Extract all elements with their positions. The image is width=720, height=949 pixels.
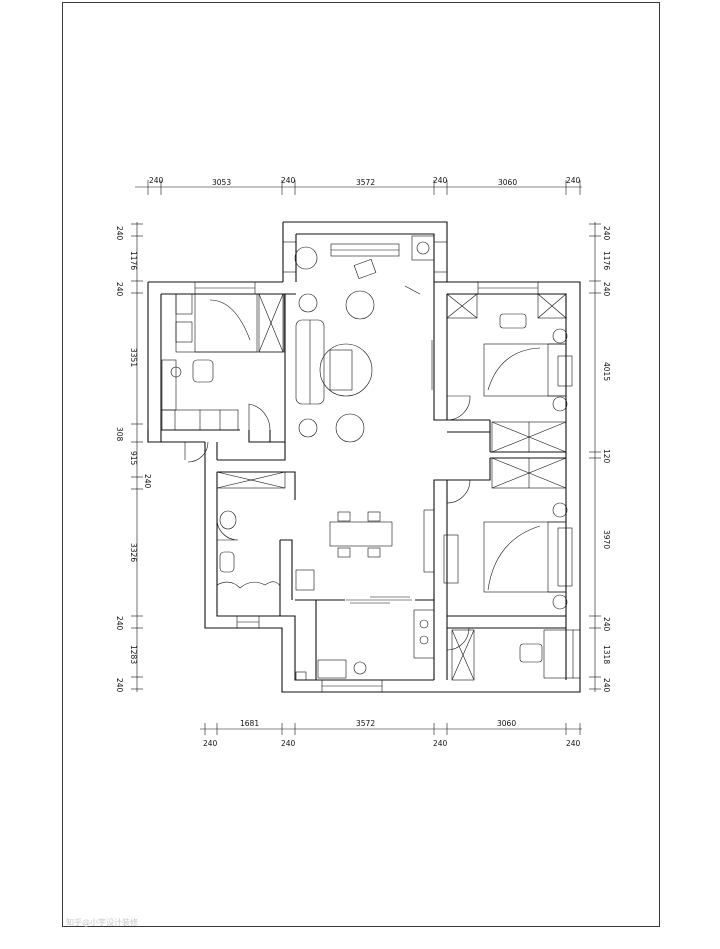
dim-left-8: 3326 xyxy=(129,543,138,562)
headboard-shelf xyxy=(557,355,573,387)
armchair-2 xyxy=(335,413,365,443)
balcony xyxy=(294,235,435,280)
bathroom xyxy=(216,471,286,589)
nightstand-1 xyxy=(175,293,193,315)
dim-bottom-2: 3572 xyxy=(356,719,375,728)
dim-left-10: 1283 xyxy=(129,645,138,664)
nightstand-2 xyxy=(175,321,193,343)
windows xyxy=(194,241,581,693)
drawing-sheet-border xyxy=(62,2,660,927)
coffee-table xyxy=(329,349,353,391)
plant-pot xyxy=(294,246,318,270)
dim-left-3: 240 xyxy=(115,282,124,297)
washbasin xyxy=(219,510,237,530)
walls xyxy=(147,221,581,693)
dim-right-2: 1176 xyxy=(602,251,611,270)
dining-chair xyxy=(337,547,351,558)
balcony-rug xyxy=(353,258,377,280)
toilet xyxy=(219,551,235,573)
desk-chair-2 xyxy=(499,313,527,329)
bedroom-3 xyxy=(451,457,573,681)
nightstand-lamp xyxy=(552,502,568,518)
nightstand-lamp xyxy=(552,328,568,344)
stove-knob xyxy=(353,661,367,675)
nightstand-lamp xyxy=(552,396,568,412)
bottom-dimension-chain: 1681 3572 3060 240 240 240 240 xyxy=(200,719,582,748)
trash-can xyxy=(295,671,307,681)
dim-right-6: 3970 xyxy=(602,530,611,549)
dim-bottom-wall-1: 240 xyxy=(203,739,218,748)
desk-chair-3 xyxy=(519,643,543,663)
desk-chair-1 xyxy=(192,359,214,383)
sideboard xyxy=(423,509,435,573)
burner xyxy=(419,635,429,645)
armchair-1 xyxy=(345,290,375,320)
dim-top-6: 3060 xyxy=(498,178,517,187)
dim-left-5: 308 xyxy=(115,427,124,442)
dim-left-2: 1176 xyxy=(129,251,138,270)
dim-top-1: 240 xyxy=(149,176,164,185)
desk-1 xyxy=(161,359,177,411)
dim-bottom-wall-2: 240 xyxy=(281,739,296,748)
dim-right-5: 120 xyxy=(602,449,611,464)
bed-2 xyxy=(483,343,567,397)
shower-curtain xyxy=(216,581,281,589)
side-table-2 xyxy=(298,418,318,438)
dim-right-8: 1318 xyxy=(602,645,611,664)
dim-top-7: 240 xyxy=(566,176,581,185)
dim-top-3: 240 xyxy=(281,176,296,185)
dim-right-1: 240 xyxy=(602,226,611,241)
right-dimension-chain: 240 1176 240 4015 120 3970 240 1318 240 xyxy=(589,222,611,693)
dim-left-1: 240 xyxy=(115,226,124,241)
dim-left-11: 240 xyxy=(115,678,124,693)
doors xyxy=(184,285,471,651)
fridge xyxy=(295,569,315,591)
living-room xyxy=(295,290,459,584)
dim-right-9: 240 xyxy=(602,678,611,693)
dim-left-9: 240 xyxy=(115,616,124,631)
dim-top-2: 3053 xyxy=(212,178,231,187)
dim-right-7: 240 xyxy=(602,617,611,632)
side-table-1 xyxy=(298,293,318,313)
dim-bottom-1: 1681 xyxy=(240,719,259,728)
dim-top-5: 240 xyxy=(433,176,448,185)
dim-bottom-wall-4: 240 xyxy=(566,739,581,748)
washing-machine xyxy=(411,235,435,261)
dining-chair xyxy=(367,547,381,558)
counter xyxy=(413,609,435,659)
dim-top-4: 3572 xyxy=(356,178,375,187)
dim-left-7: 240 xyxy=(143,474,152,489)
bedroom-1 xyxy=(161,293,285,431)
nightstand-lamp xyxy=(552,594,568,610)
burner xyxy=(419,619,429,629)
sink xyxy=(317,659,347,679)
dim-right-3: 240 xyxy=(602,282,611,297)
bedroom-2 xyxy=(446,293,573,453)
headboard-shelf xyxy=(557,527,573,587)
desk-3 xyxy=(543,629,567,679)
round-rug xyxy=(319,343,373,397)
dining-chair xyxy=(367,511,381,522)
kitchen xyxy=(295,609,435,681)
dining-table xyxy=(329,521,393,547)
left-dimension-chain: 240 1176 240 3351 308 915 240 3326 240 1… xyxy=(115,222,152,693)
top-dimension-chain: 240 3053 240 3572 240 3060 240 xyxy=(135,176,582,195)
dim-left-6: 915 xyxy=(129,451,138,466)
dining-chair xyxy=(337,511,351,522)
watermark: 知乎@小宇设计装修 xyxy=(66,918,138,927)
vanity-cabinet xyxy=(216,471,286,489)
dim-bottom-wall-3: 240 xyxy=(433,739,448,748)
dim-left-4: 3351 xyxy=(129,348,138,367)
cabinet xyxy=(443,534,459,584)
dining-area xyxy=(295,511,393,591)
dim-right-4: 4015 xyxy=(602,362,611,381)
dim-bottom-3: 3060 xyxy=(497,719,516,728)
